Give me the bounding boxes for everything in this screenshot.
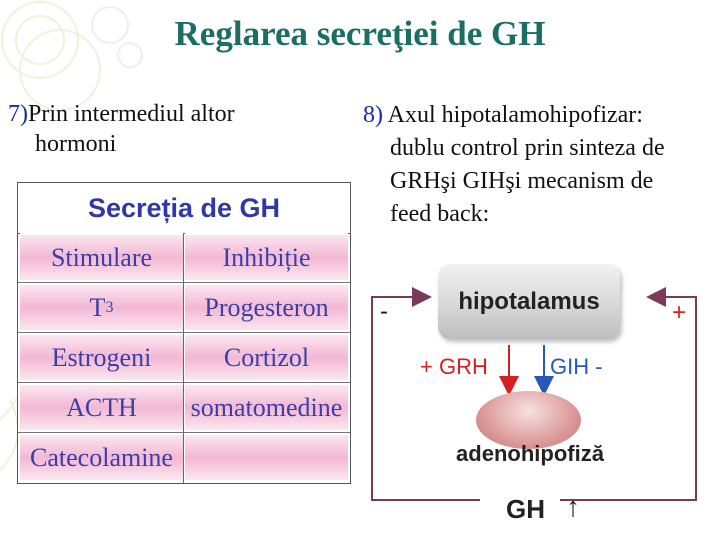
right-item-number: 8) <box>363 102 383 128</box>
table-cell-somatomedine: somatomedine <box>185 383 348 432</box>
t3-subscript: 3 <box>105 298 114 316</box>
table-row: Estrogeni Cortizol <box>18 333 350 383</box>
gh-output-label: GH <box>506 494 545 524</box>
table-header: Secreția de GH <box>18 183 350 234</box>
table-column-divider <box>183 233 184 483</box>
table-cell-cortizol: Cortizol <box>185 333 348 382</box>
hypothalamus-box: hipotalamus <box>438 264 620 339</box>
table-row: Stimulare Inhibiție <box>18 233 350 283</box>
positive-feedback-sign: + <box>672 299 687 326</box>
table-row: ACTH somatomedine <box>18 383 350 433</box>
page-title: Reglarea secreţiei de GH <box>174 14 546 53</box>
negative-feedback-sign: - <box>380 298 388 325</box>
table-cell-progesteron: Progesteron <box>185 283 348 332</box>
table-cell-acth: ACTH <box>20 383 183 432</box>
table-cell-estrogeni: Estrogeni <box>20 333 183 382</box>
left-line-2: hormoni <box>35 131 117 157</box>
grh-label: + GRH <box>420 354 488 379</box>
right-text-block: 8) Axul hipotalamohipofizar: dublu contr… <box>363 99 713 231</box>
gih-label: GIH - <box>550 354 603 379</box>
adenohypophysis-shape <box>476 391 581 449</box>
right-line-3: GRHşi GIHşi mecanism de <box>390 168 654 194</box>
right-feedback-line <box>560 287 697 501</box>
left-feedback-line <box>371 287 480 501</box>
gh-increase-arrow-icon: ↑ <box>566 491 580 522</box>
table-cell-empty <box>185 433 348 482</box>
t3-base: T <box>89 292 106 322</box>
table-cell-catecolamine: Catecolamine <box>20 433 183 482</box>
left-line-1: Prin intermediul altor <box>28 101 235 127</box>
right-line-4: feed back: <box>390 201 490 227</box>
left-text-block: 7)Prin intermediul altor hormoni <box>8 99 328 159</box>
table-row: Catecolamine <box>18 433 350 482</box>
table-cell-inhibition: Inhibiție <box>185 233 348 282</box>
right-line-2: dublu control prin sinteza de <box>390 135 665 161</box>
right-line-1: Axul hipotalamohipofizar: <box>383 102 643 128</box>
left-item-number: 7) <box>8 101 28 127</box>
adenohypophysis-label: adenohipofiză <box>456 441 604 466</box>
table-cell-stimulation: Stimulare <box>20 233 183 282</box>
